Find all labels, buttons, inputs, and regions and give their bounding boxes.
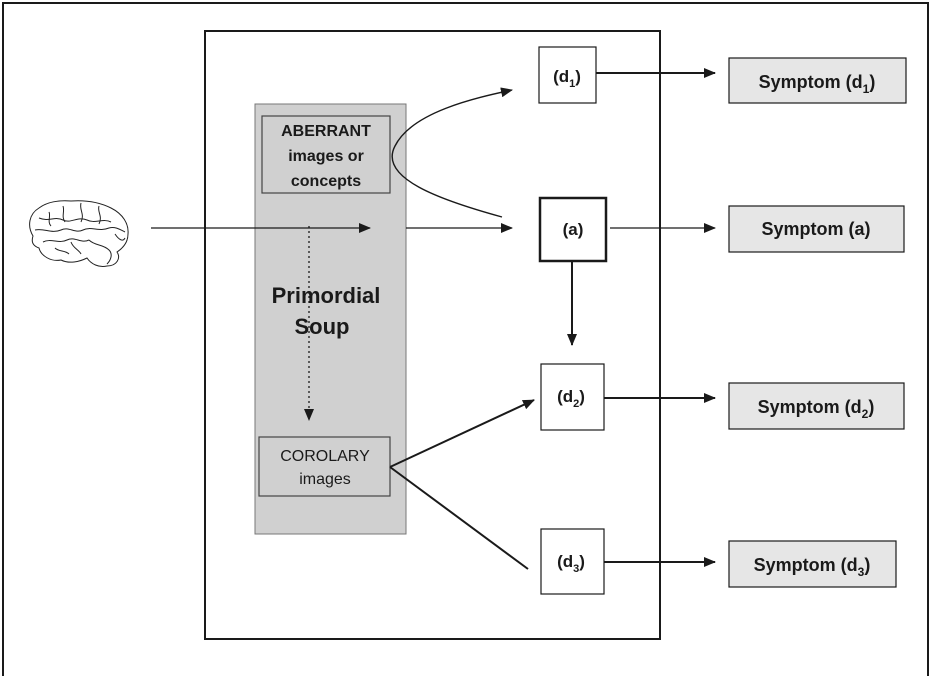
symptom-d2-box xyxy=(728,382,905,430)
line-corolary-to-d3 xyxy=(389,466,529,570)
arrow-corolary-to-d2 xyxy=(389,399,535,468)
soup-label-line2: Soup xyxy=(295,314,350,339)
corolary-label-line2: images xyxy=(299,471,351,488)
node-d2-label: (d2) xyxy=(557,387,585,410)
symptom-d3-label: Symptom (d3) xyxy=(754,555,871,579)
node-d1 xyxy=(538,46,597,104)
curved-arrow-to-d1 xyxy=(391,87,513,218)
node-a-label: (a) xyxy=(563,220,584,239)
symptom-d1-label: Symptom (d1) xyxy=(759,72,876,96)
symptom-d3-box xyxy=(728,540,897,588)
aberrant-box xyxy=(261,115,391,194)
soup-label-line1: Primordial xyxy=(272,283,381,308)
symptom-d1-box xyxy=(728,57,907,104)
symptom-a-box xyxy=(728,205,905,253)
symptom-a-label: Symptom (a) xyxy=(761,219,870,239)
brain-icon xyxy=(29,200,129,267)
symptom-d2-label: Symptom (d2) xyxy=(758,397,875,421)
aberrant-label-line3: concepts xyxy=(291,173,361,190)
node-a xyxy=(538,196,608,263)
process-box xyxy=(204,30,661,640)
aberrant-label-line1: ABERRANT xyxy=(281,123,371,140)
corolary-box xyxy=(258,436,391,497)
node-d3-label: (d3) xyxy=(557,552,585,575)
node-d1-label: (d1) xyxy=(553,67,581,90)
node-d3 xyxy=(540,528,605,595)
aberrant-label-line2: images or xyxy=(288,148,364,165)
corolary-label-line1: COROLARY xyxy=(280,448,370,465)
